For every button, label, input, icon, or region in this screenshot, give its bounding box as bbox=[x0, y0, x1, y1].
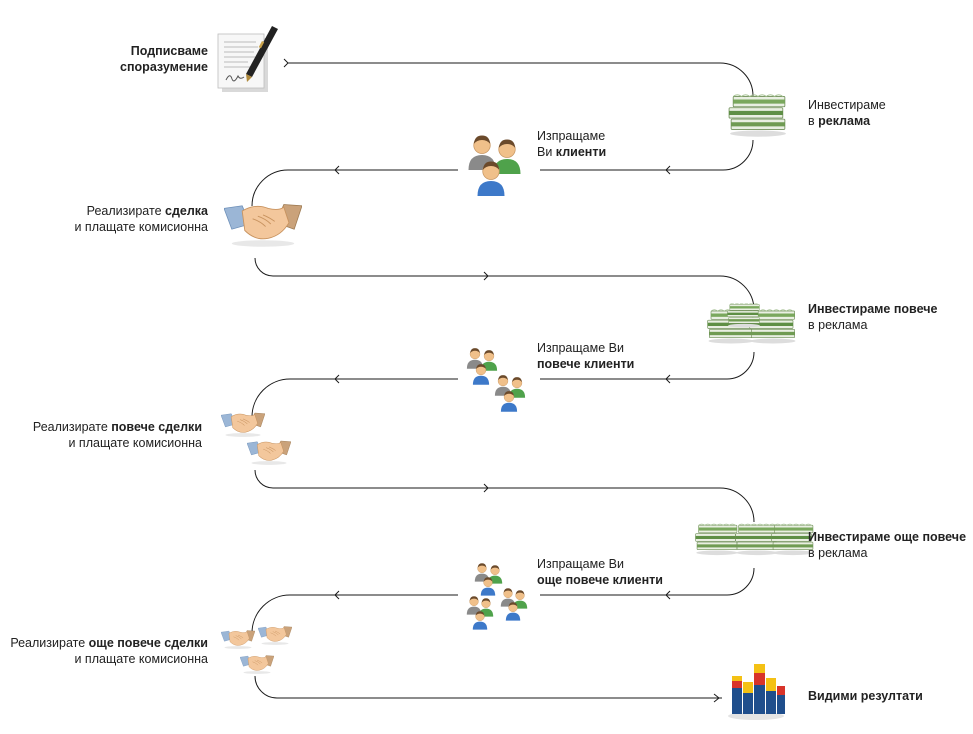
handshake-icon bbox=[224, 204, 302, 248]
flow-line bbox=[251, 378, 458, 418]
label-text: Инвестираме повече bbox=[808, 302, 938, 316]
arrow-right-icon bbox=[713, 693, 720, 703]
contract-pen-icon bbox=[217, 26, 278, 92]
label-text: Подписваме bbox=[130, 44, 208, 58]
label-text: в bbox=[808, 114, 819, 128]
deal-label-1: Реализирате сделка и плащате комисионна bbox=[74, 203, 208, 235]
label-text: Ви bbox=[537, 145, 556, 159]
label-text: и плащате комисионна bbox=[74, 220, 208, 234]
label-text: Инвестираме още повече bbox=[808, 530, 967, 544]
label-text: още повече сделки bbox=[88, 636, 208, 650]
invest-label-3: Инвестираме още повече в реклама bbox=[808, 529, 966, 561]
invest-label-1: Инвестираме в реклама bbox=[808, 97, 886, 129]
flow-line bbox=[540, 351, 755, 380]
send-clients-label-2: Изпращаме Ви повече клиенти bbox=[537, 340, 634, 372]
label-text: Инвестираме bbox=[808, 98, 886, 112]
flow-line bbox=[540, 139, 754, 171]
label-text: споразумение bbox=[120, 60, 208, 74]
label-text: в реклама bbox=[808, 318, 868, 332]
send-clients-label-3: Изпращаме Ви още повече клиенти bbox=[537, 556, 663, 588]
arrow-left-icon bbox=[334, 374, 340, 384]
label-text: Видими резултати bbox=[808, 689, 923, 703]
handshake-icon bbox=[221, 412, 291, 466]
flow-line bbox=[254, 257, 755, 311]
flow-line bbox=[254, 469, 755, 523]
label-text: реклама bbox=[818, 114, 871, 128]
label-text: Изпращаме Ви bbox=[537, 341, 624, 355]
label-text: Реализирате bbox=[86, 204, 165, 218]
money-stack-icon bbox=[728, 94, 787, 138]
flow-line bbox=[540, 567, 755, 596]
arrow-left-icon bbox=[665, 590, 671, 600]
results-label: Видими резултати bbox=[808, 688, 923, 704]
sign-agreement-label: Подписваме споразумение bbox=[120, 43, 208, 75]
money-stack-icon bbox=[707, 303, 796, 344]
label-text: и плащате комисионна bbox=[74, 652, 208, 666]
customers-group-icon bbox=[467, 134, 522, 196]
label-text: в реклама bbox=[808, 546, 868, 560]
label-text: повече клиенти bbox=[537, 357, 635, 371]
label-text: Изпращаме Ви bbox=[537, 557, 624, 571]
customers-group-icon bbox=[466, 562, 528, 630]
invest-label-2: Инвестираме повече в реклама bbox=[808, 301, 937, 333]
deal-label-3: Реализирате още повече сделки и плащате … bbox=[10, 635, 208, 667]
label-text: Реализирате bbox=[10, 636, 89, 650]
flow-line bbox=[251, 594, 458, 634]
handshake-icon bbox=[221, 626, 292, 675]
label-text: Изпращаме bbox=[537, 129, 606, 143]
label-text: още повече клиенти bbox=[537, 573, 663, 587]
label-text: клиенти bbox=[555, 145, 607, 159]
bar-chart-icon bbox=[728, 664, 785, 720]
flow-line bbox=[288, 62, 754, 97]
customers-group-icon bbox=[466, 347, 526, 412]
arrow-right-icon bbox=[483, 271, 489, 281]
label-text: Реализирате bbox=[32, 420, 112, 434]
arrow-left-icon bbox=[334, 590, 340, 600]
arrow-left-icon bbox=[665, 374, 671, 384]
arrow-right-icon bbox=[483, 483, 489, 493]
label-text: повече сделки bbox=[111, 420, 202, 434]
arrow-left-icon bbox=[334, 165, 340, 175]
label-text: сделка bbox=[165, 204, 208, 218]
money-stack-icon bbox=[695, 523, 815, 556]
deal-label-2: Реализирате повече сделки и плащате коми… bbox=[33, 419, 202, 451]
label-text: и плащате комисионна bbox=[68, 436, 202, 450]
flow-line bbox=[251, 169, 458, 207]
send-clients-label-1: Изпращаме Ви клиенти bbox=[537, 128, 606, 160]
arrow-left-icon bbox=[665, 165, 671, 175]
arrow-right-icon bbox=[283, 58, 289, 68]
flow-line bbox=[254, 675, 722, 699]
